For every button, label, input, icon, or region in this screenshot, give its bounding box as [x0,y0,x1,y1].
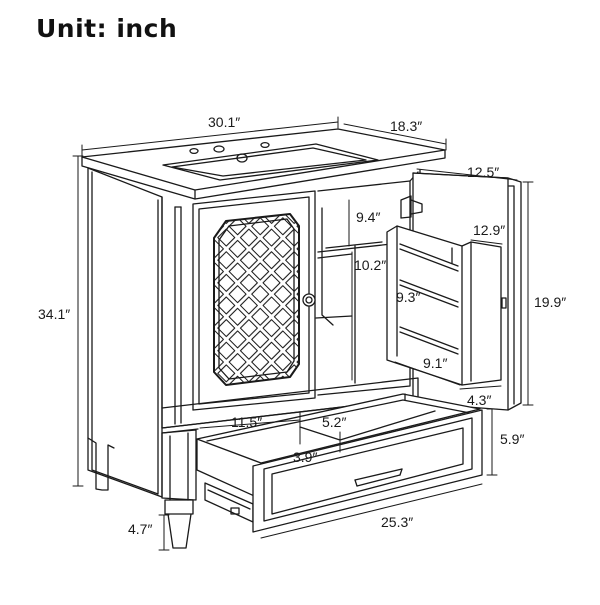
dimension-inner-height: 10.2″ [354,257,387,273]
dimension-drawer-compartment-width: 3.9″ [293,449,318,465]
countertop [82,129,445,199]
dimension-organizer-depth: 4.3″ [467,392,492,408]
dimension-shelf-top-height: 9.4″ [356,209,381,225]
legs [88,430,196,548]
lattice-panel [214,214,299,385]
dimension-drawer-width: 25.3″ [381,514,414,530]
dimension-organizer-width: 9.1″ [423,355,448,371]
cabinet-side [88,168,162,497]
dimension-top-width: 30.1″ [208,114,241,130]
dimension-total-height: 34.1″ [38,306,71,322]
sink-basin [163,144,378,180]
drawer-slide [205,483,253,522]
dimension-organizer-shelf-height: 9.3″ [396,289,421,305]
drawer-pull [355,469,402,486]
dimension-drawer-height: 5.9″ [500,431,525,447]
door-handle [502,298,506,308]
hinges [401,196,422,218]
dimension-door-height: 19.9″ [534,294,567,310]
door-knob [303,294,315,306]
dimension-leg-height: 4.7″ [128,521,153,537]
dimension-drawer-compartment-depth: 5.2″ [322,414,347,430]
unit-title: Unit: inch [36,14,178,43]
drawer-front [253,410,482,532]
door-organizer [387,226,501,385]
dimension-lines [73,117,533,550]
faucet-holes [190,143,269,162]
dimension-organizer-height: 12.9″ [473,222,506,238]
dimension-drawer-depth: 11.5″ [231,414,263,430]
dimension-door-width: 12.5″ [467,164,500,180]
dimension-top-depth: 18.3″ [390,118,423,134]
